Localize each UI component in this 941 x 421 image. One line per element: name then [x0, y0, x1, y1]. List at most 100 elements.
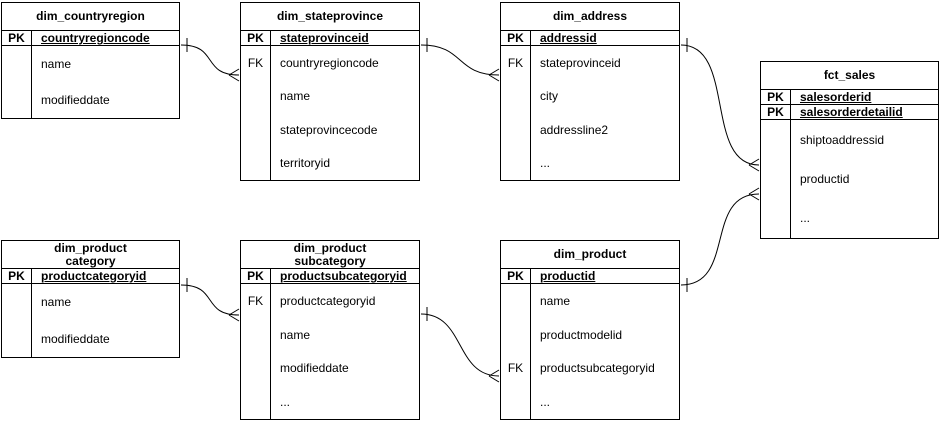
key-badge	[501, 284, 531, 318]
table-title: dim_countryregion	[2, 3, 179, 31]
field-name: productsubcategoryid	[540, 361, 655, 376]
field-row-name: name	[241, 79, 419, 113]
crow-foot-prong	[228, 308, 240, 316]
field-row-territoryid: territoryid	[241, 146, 419, 180]
key-badge: PK	[2, 31, 32, 45]
key-badge	[501, 385, 531, 419]
field-name: name	[280, 89, 311, 104]
key-badge	[501, 79, 531, 113]
field-name: modifieddate	[41, 331, 110, 346]
crow-foot-prong	[748, 187, 760, 195]
table-title: dim_product category	[2, 241, 179, 269]
key-badge	[501, 317, 531, 352]
crow-foot-prong	[488, 369, 500, 377]
field-name: productid	[800, 171, 850, 186]
field-row-name: name	[2, 46, 179, 82]
body-rows: name modifieddate	[2, 46, 179, 118]
field-row-: ...	[501, 146, 679, 180]
relationship-line	[680, 44, 760, 166]
key-badge	[241, 385, 271, 419]
key-badge: PK	[501, 31, 531, 45]
table-title: dim_product	[501, 241, 679, 269]
table-title: dim_address	[501, 3, 679, 31]
field-name: stateprovinceid	[280, 31, 369, 45]
field-name: name	[540, 293, 571, 308]
pk-rows: PK addressid	[501, 31, 679, 46]
body-rows: FK productcategoryid name modifieddate...	[241, 284, 419, 419]
field-name: ...	[800, 211, 811, 226]
key-badge: FK	[501, 351, 531, 386]
key-badge: FK	[241, 46, 271, 80]
field-row-stateprovincecode: stateprovincecode	[241, 113, 419, 147]
relationship-stateprovince-to-address	[420, 38, 500, 82]
field-row-city: city	[501, 79, 679, 113]
field-row-: ...	[501, 385, 679, 419]
field-row-productid: productid	[761, 159, 938, 199]
relationship-line	[180, 44, 240, 76]
crow-foot-prong	[488, 68, 500, 76]
crow-foot-prong	[228, 74, 240, 82]
key-badge	[241, 146, 271, 180]
key-badge	[2, 320, 32, 357]
key-badge	[241, 113, 271, 147]
field-row-salesorderdetailid: PK salesorderdetailid	[761, 105, 938, 120]
field-name: ...	[280, 395, 291, 410]
crow-foot-prong	[748, 193, 760, 201]
key-badge: PK	[501, 269, 531, 283]
crow-foot-prong	[228, 314, 240, 322]
key-badge	[2, 46, 32, 82]
field-row-name: name	[2, 284, 179, 321]
body-rows: name modifieddate	[2, 284, 179, 357]
key-badge	[241, 317, 271, 352]
relationship-countryregion-to-stateprovince	[180, 38, 240, 82]
field-name: productsubcategoryid	[280, 269, 407, 283]
field-row-modifieddate: modifieddate	[2, 320, 179, 357]
field-name: addressid	[540, 31, 597, 45]
field-name: productid	[540, 269, 596, 283]
key-badge	[241, 79, 271, 113]
key-badge	[761, 120, 791, 160]
field-row-shiptoaddressid: shiptoaddressid	[761, 120, 938, 160]
key-badge	[761, 198, 791, 238]
field-name: productcategoryid	[280, 293, 376, 308]
field-row-modifieddate: modifieddate	[241, 351, 419, 386]
entity-dim-countryregion: dim_countryregion PK countryregioncode na…	[1, 2, 180, 119]
key-badge	[2, 82, 32, 118]
key-badge	[501, 146, 531, 180]
field-name: modifieddate	[280, 361, 349, 376]
table-title: dim_product subcategory	[241, 241, 419, 269]
field-row-addressline2: addressline2	[501, 113, 679, 147]
relationship-line	[180, 284, 240, 316]
field-name: name	[280, 327, 311, 342]
field-name: countryregioncode	[41, 31, 150, 45]
field-row-: ...	[761, 198, 938, 238]
table-title: fct_sales	[761, 62, 938, 90]
field-name: addressline2	[540, 122, 609, 137]
key-badge: PK	[761, 105, 791, 119]
field-name: name	[41, 57, 72, 71]
key-badge	[241, 351, 271, 386]
relationship-line	[680, 193, 760, 286]
field-name: territoryid	[280, 156, 331, 171]
field-name: modifieddate	[41, 93, 110, 107]
key-badge: FK	[241, 284, 271, 318]
relationship-productsubcategory-to-product	[420, 307, 500, 383]
field-name: name	[41, 295, 72, 310]
field-name: productmodelid	[540, 327, 623, 342]
field-row-countryregioncode: PK countryregioncode	[2, 31, 179, 46]
field-name: salesorderdetailid	[800, 105, 903, 119]
field-name: salesorderid	[800, 90, 872, 104]
crow-foot-prong	[748, 158, 760, 166]
